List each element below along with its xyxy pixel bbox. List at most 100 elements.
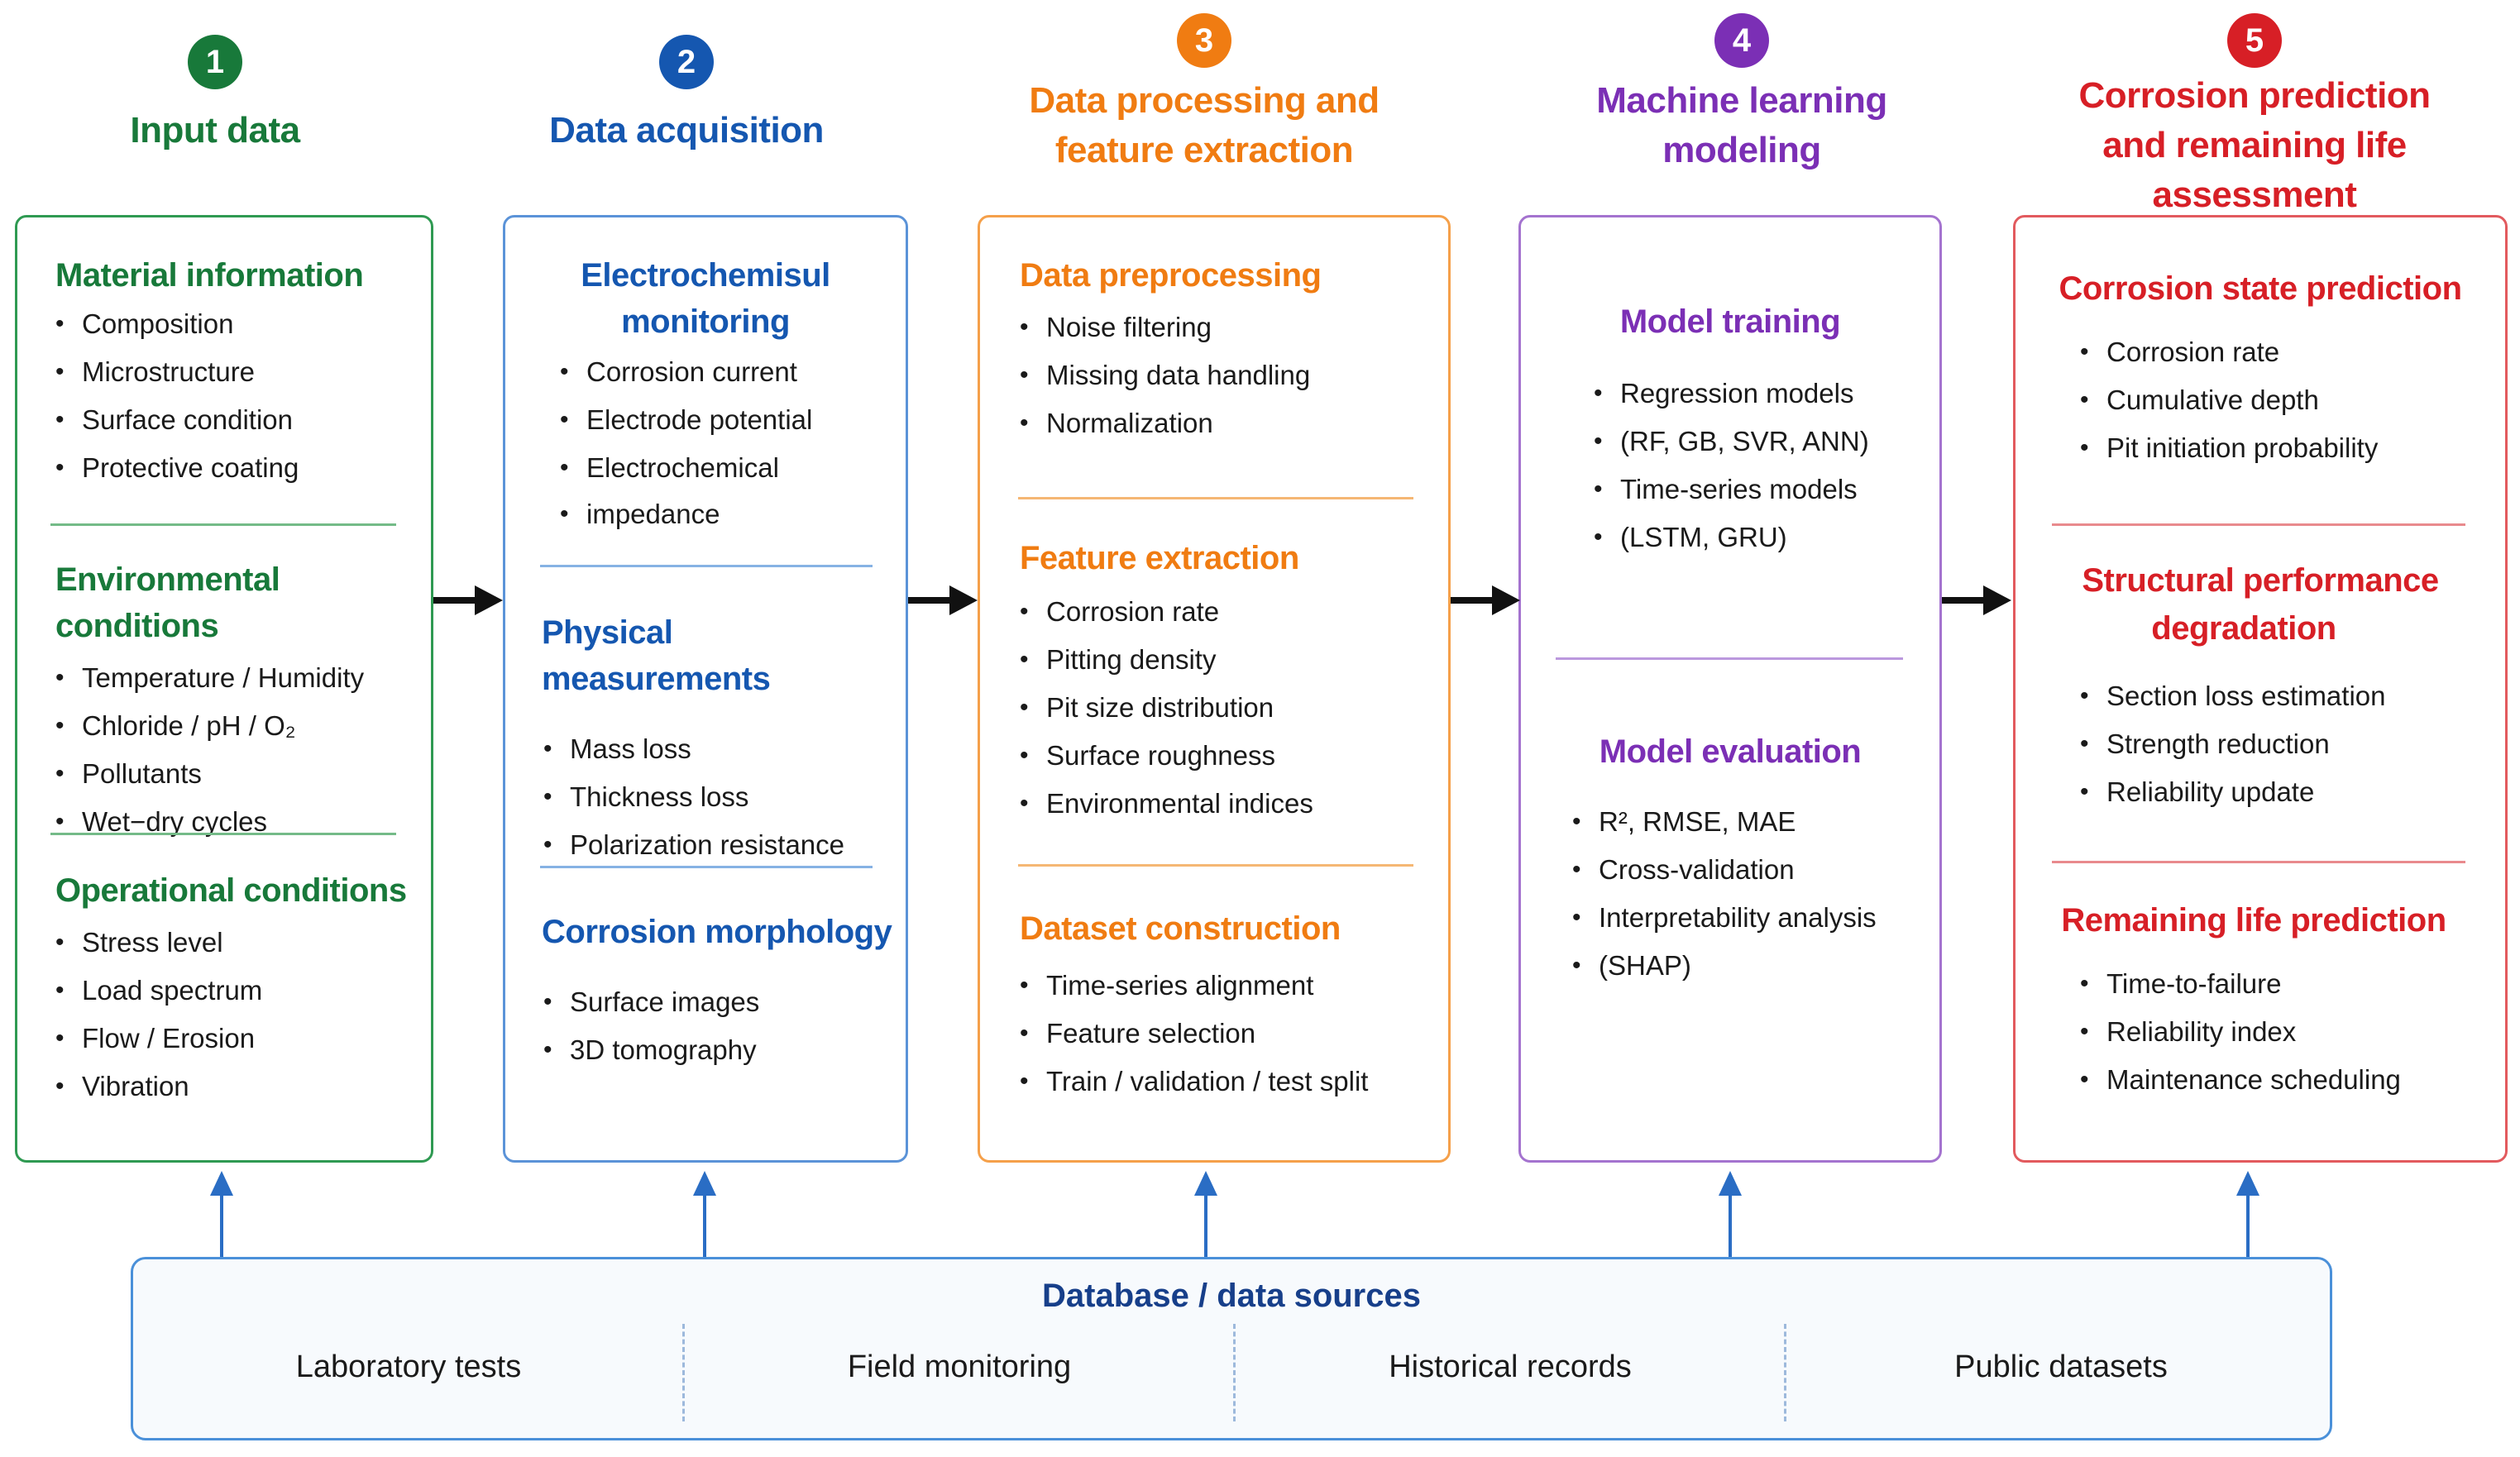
source-divider	[682, 1324, 685, 1421]
list-item: R², RMSE, MAE	[1572, 798, 1939, 846]
panel-data-acquisition: Electrochemisul monitoring Corrosion cur…	[503, 215, 908, 1163]
section-environmental-conditions: Environmental conditions Temperature / H…	[17, 557, 431, 846]
section-divider	[50, 833, 396, 835]
item-list: Mass loss Thickness loss Polarization re…	[542, 725, 906, 869]
item-list: Noise filtering Missing data handling No…	[1020, 303, 1448, 447]
item-list: Stress level Load spectrum Flow / Erosio…	[55, 919, 431, 1111]
item-list: Time-series alignment Feature selection …	[1020, 962, 1448, 1106]
database-title: Database / data sources	[1042, 1278, 1421, 1314]
item-list: Time-to-failure Reliability index Mainte…	[2016, 960, 2505, 1104]
source-divider	[1784, 1324, 1786, 1421]
list-item: Time-to-failure	[2080, 960, 2505, 1008]
list-item: Regression models	[1594, 370, 1939, 418]
list-item: Environmental indices	[1020, 780, 1448, 828]
stage-1-title: Input data	[130, 110, 300, 150]
db-arrow-1	[210, 1171, 233, 1257]
section-divider	[540, 866, 873, 868]
database-panel: Database / data sources Laboratory tests…	[131, 1257, 2332, 1440]
step-badge-3: 3	[1177, 13, 1231, 68]
section-model-evaluation: Model evaluation R², RMSE, MAE Cross-val…	[1521, 728, 1939, 990]
section-title: Model evaluation	[1599, 733, 1862, 770]
list-item: Load spectrum	[55, 967, 431, 1015]
list-item: Strength reduction	[2080, 720, 2505, 768]
section-title: Corrosion state prediction	[2059, 270, 2462, 307]
list-item: Mass loss	[543, 725, 906, 773]
stage-1-header: 1 Input data	[50, 35, 380, 155]
section-feature-extraction: Feature extraction Corrosion rate Pittin…	[980, 535, 1448, 828]
db-arrow-2	[693, 1171, 716, 1257]
section-title: Feature extraction	[1020, 540, 1299, 576]
section-title: Material information	[55, 257, 364, 294]
section-title: Physical measurements	[542, 614, 771, 697]
item-list: Section loss estimation Strength reducti…	[2016, 672, 2505, 816]
list-item: Vibration	[55, 1063, 431, 1111]
list-item: impedance	[560, 490, 906, 538]
item-list: Composition Microstructure Surface condi…	[55, 300, 431, 492]
list-item: (SHAP)	[1572, 942, 1939, 990]
stage-4-title: Machine learning modeling	[1596, 80, 1887, 170]
section-title: Electrochemisul monitoring	[581, 257, 830, 340]
list-item: Reliability index	[2080, 1008, 2505, 1056]
list-item: Time-series models	[1594, 466, 1939, 514]
list-item: Pit size distribution	[1020, 684, 1448, 732]
list-item: Train / validation / test split	[1020, 1058, 1448, 1106]
panel-input-data: Material information Composition Microst…	[15, 215, 433, 1163]
section-title: Structural performance degradation	[2082, 562, 2439, 647]
section-remaining-life-prediction: Remaining life prediction Time-to-failur…	[2016, 897, 2505, 1104]
panel-machine-learning: Model training Regression models (RF, GB…	[1518, 215, 1942, 1163]
list-item: Pollutants	[55, 750, 431, 798]
list-item: Composition	[55, 300, 431, 348]
db-arrow-5	[2236, 1171, 2259, 1257]
item-list: R², RMSE, MAE Cross-validation Interpret…	[1521, 798, 1939, 990]
list-item: Pit initiation probability	[2080, 424, 2505, 472]
section-divider	[50, 523, 396, 526]
section-dataset-construction: Dataset construction Time-series alignme…	[980, 905, 1448, 1106]
source-public-datasets: Public datasets	[1954, 1350, 2168, 1384]
list-item: Missing data handling	[1020, 351, 1448, 399]
item-list: Corrosion current Electrode potential El…	[505, 348, 906, 538]
list-item: Electrochemical	[560, 444, 906, 492]
db-arrow-3	[1194, 1171, 1217, 1257]
source-divider	[1233, 1324, 1236, 1421]
list-item: Surface condition	[55, 396, 431, 444]
section-title: Remaining life prediction	[2061, 902, 2446, 939]
list-item: 3D tomography	[543, 1026, 906, 1074]
item-list: Corrosion rate Pitting density Pit size …	[1020, 588, 1448, 828]
step-badge-2: 2	[659, 35, 714, 89]
list-item: Surface roughness	[1020, 732, 1448, 780]
list-item: Cross-validation	[1572, 846, 1939, 894]
list-item: Electrode potential	[560, 396, 906, 444]
panel-corrosion-prediction: Corrosion state prediction Corrosion rat…	[2013, 215, 2508, 1163]
list-item: (RF, GB, SVR, ANN)	[1594, 418, 1939, 466]
list-item: Reliability update	[2080, 768, 2505, 816]
db-arrow-4	[1719, 1171, 1742, 1257]
section-electrochemical-monitoring: Electrochemisul monitoring Corrosion cur…	[505, 252, 906, 538]
section-operational-conditions: Operational conditions Stress level Load…	[17, 867, 431, 1111]
section-data-preprocessing: Data preprocessing Noise filtering Missi…	[980, 252, 1448, 447]
item-list: Regression models (RF, GB, SVR, ANN) Tim…	[1521, 370, 1939, 561]
section-title: Corrosion morphology	[542, 914, 892, 950]
stage-5-header: 5 Corrosion prediction and remaining lif…	[2031, 13, 2478, 220]
list-item: Stress level	[55, 919, 431, 967]
section-divider	[1018, 497, 1413, 499]
section-divider	[2052, 861, 2465, 863]
list-item: Feature selection	[1020, 1010, 1448, 1058]
step-badge-1: 1	[188, 35, 242, 89]
list-item: Interpretability analysis	[1572, 894, 1939, 942]
section-material-information: Material information Composition Microst…	[17, 252, 431, 492]
list-item: Corrosion rate	[2080, 328, 2505, 376]
list-item: Noise filtering	[1020, 303, 1448, 351]
list-item: Thickness loss	[543, 773, 906, 821]
list-item: Corrosion rate	[1020, 588, 1448, 636]
step-badge-4: 4	[1714, 13, 1769, 68]
list-item: Temperature / Humidity	[55, 654, 431, 702]
stage-4-header: 4 Machine learning modeling	[1552, 13, 1932, 175]
list-item: Pitting density	[1020, 636, 1448, 684]
flow-arrow-4-5	[1942, 585, 2011, 615]
flow-arrow-2-3	[908, 585, 978, 615]
stage-2-title: Data acquisition	[549, 110, 824, 150]
section-divider	[1556, 657, 1903, 660]
section-corrosion-morphology: Corrosion morphology Surface images 3D t…	[505, 909, 906, 1074]
list-item: Cumulative depth	[2080, 376, 2505, 424]
list-item: Time-series alignment	[1020, 962, 1448, 1010]
